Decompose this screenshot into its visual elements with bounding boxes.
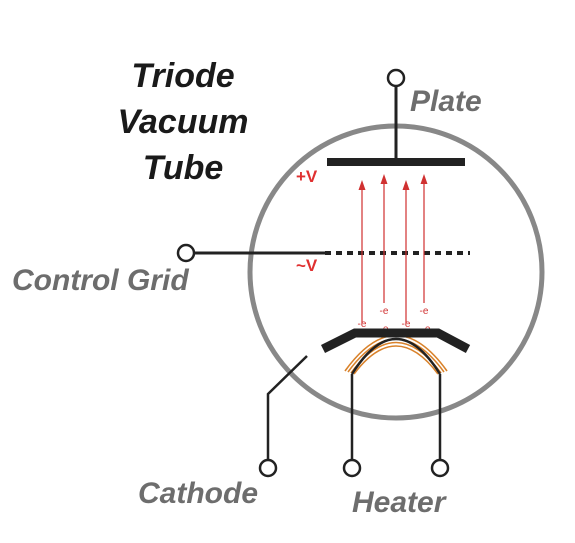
electron-label: -e [358, 319, 367, 330]
grid-voltage-label: ~V [296, 256, 318, 275]
control-grid-label: Control Grid [12, 264, 189, 297]
heater-filament [350, 337, 442, 375]
electron-label: -e [420, 306, 429, 317]
electron-label: -e [380, 306, 389, 317]
electron-label: -e [402, 319, 411, 330]
cathode-lead-wire [266, 355, 308, 460]
title-line-2: Vacuum [117, 103, 248, 141]
grid-terminal [176, 243, 196, 263]
title-line-3: Tube [143, 149, 224, 187]
cathode-electrode [320, 328, 471, 354]
plate-voltage-label: +V [296, 167, 318, 186]
cathode-terminal [258, 458, 278, 478]
plate-label: Plate [410, 85, 482, 118]
electron-arrow-2 [380, 174, 388, 303]
glass-envelope [247, 123, 545, 421]
electron-arrow-1 [358, 180, 366, 323]
heater-terminal-right [430, 458, 450, 478]
plate-electrode [327, 158, 465, 166]
title-line-1: Triode [131, 57, 234, 95]
electron-flow-arrows [358, 174, 428, 323]
plate-terminal [386, 68, 406, 88]
diagram-title: Triode Vacuum Tube [117, 57, 248, 187]
heater-terminal-left [342, 458, 362, 478]
cathode-label: Cathode [138, 477, 258, 510]
electron-arrow-4 [420, 174, 428, 303]
heater-coil [344, 334, 448, 375]
electron-arrow-3 [402, 180, 410, 323]
heater-label: Heater [352, 486, 448, 519]
